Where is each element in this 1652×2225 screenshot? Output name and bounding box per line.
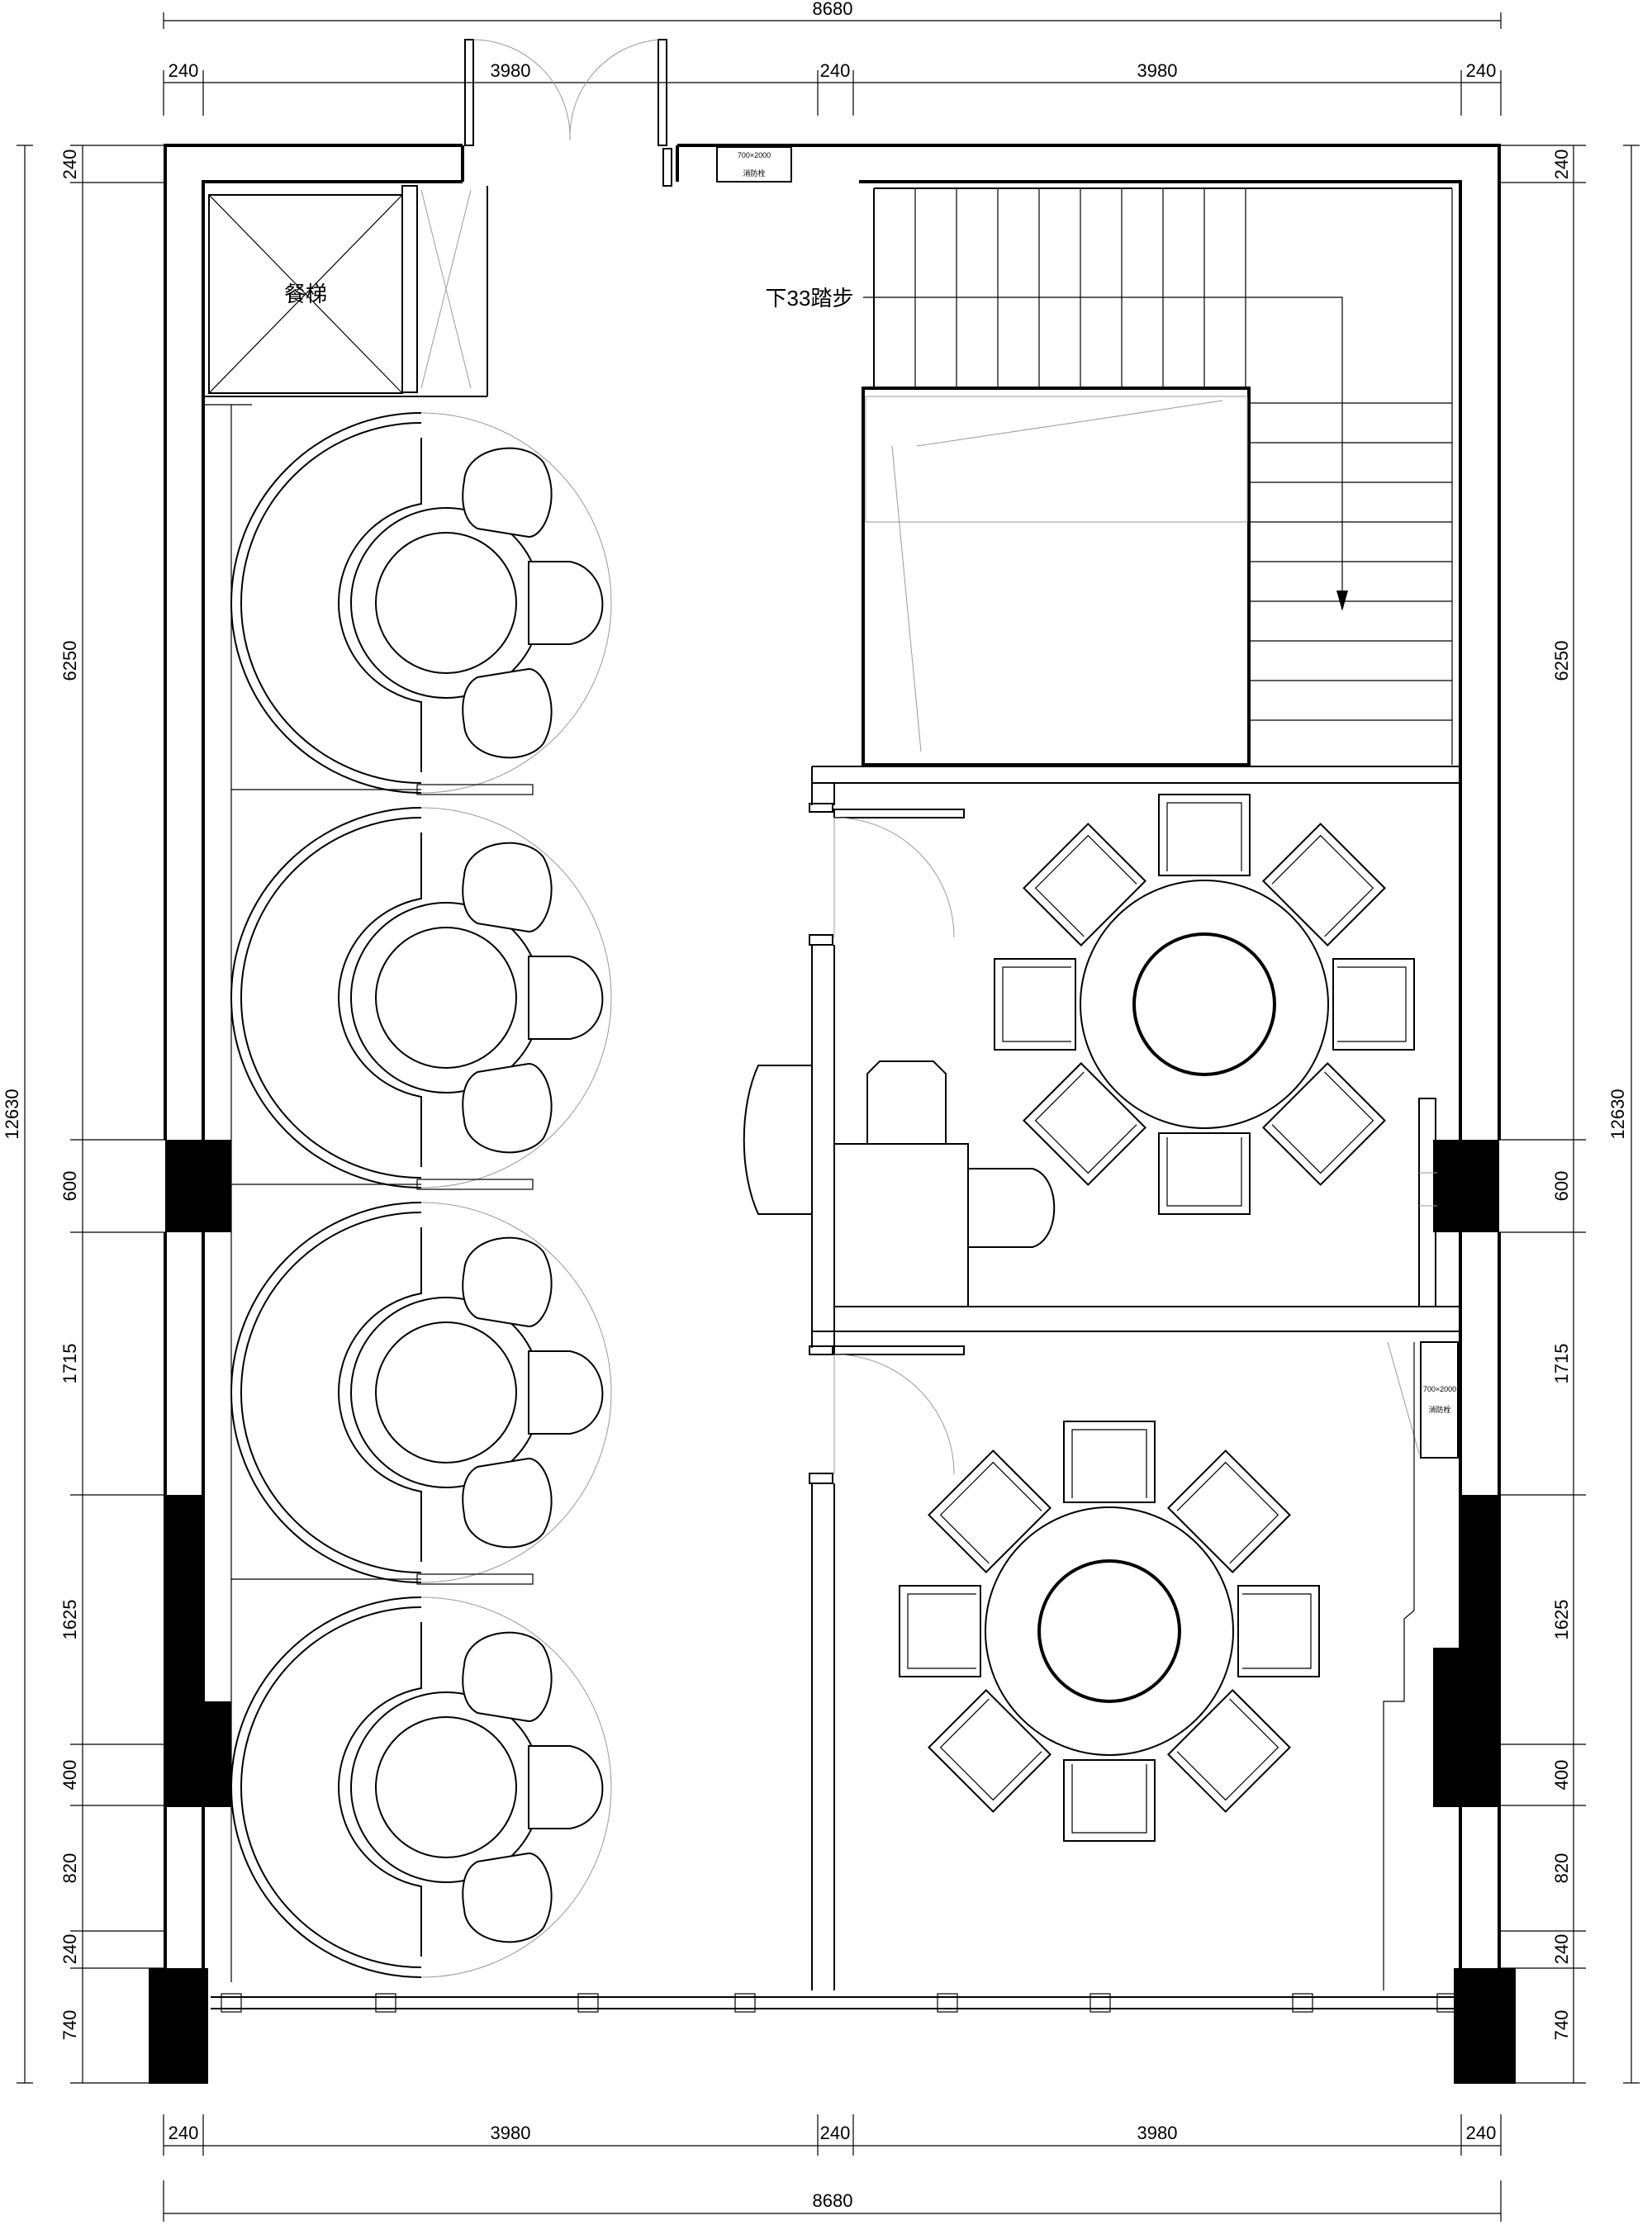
right-dim-segment: 600 xyxy=(1551,1171,1572,1202)
top-total-dim: 8680 xyxy=(813,0,853,19)
dumbwaiter: 餐梯 xyxy=(203,185,488,1982)
left-dim-segment: 600 xyxy=(59,1171,80,1202)
booth xyxy=(230,1202,612,1585)
chair-icon xyxy=(462,1062,553,1154)
chair-icon xyxy=(899,1585,981,1677)
sofa-chair-icon xyxy=(967,1168,1056,1248)
staircase: 下33踏步 xyxy=(756,187,1453,766)
left-dim-segment: 1715 xyxy=(59,1344,80,1384)
fire-hydrant-right: 700×2000 消防栓 xyxy=(1383,1341,1459,1990)
entrance-door xyxy=(464,39,672,187)
chair-icon xyxy=(1063,1421,1156,1503)
chair-icon xyxy=(462,1236,553,1328)
booth xyxy=(230,412,612,795)
left-dim-segment: 240 xyxy=(59,149,80,180)
left-dimensions: 12630 240 6250 600 1715 1625 400 820 240… xyxy=(2,145,165,2084)
lounge-set xyxy=(743,1060,1056,1307)
bottom-dim-segment: 240 xyxy=(169,2123,199,2143)
top-dimensions: 8680 240 3980 240 3980 240 xyxy=(163,0,1502,116)
chair-icon xyxy=(994,958,1076,1051)
left-total-dim: 12630 xyxy=(2,1089,22,1139)
chair-icon xyxy=(1262,1062,1386,1186)
left-dim-segment: 6250 xyxy=(59,641,80,681)
right-dim-segment: 820 xyxy=(1551,1853,1572,1884)
chair-icon xyxy=(1158,1132,1251,1215)
top-dim-segment: 240 xyxy=(169,60,199,81)
chair-icon xyxy=(928,1689,1051,1813)
chair-icon xyxy=(1237,1585,1320,1677)
bottom-dim-segment: 3980 xyxy=(491,2123,531,2143)
sofa-chair-icon xyxy=(866,1060,947,1145)
right-dim-segment: 1715 xyxy=(1551,1344,1572,1384)
chair-icon xyxy=(1167,1689,1291,1813)
lazy-susan xyxy=(1037,1559,1181,1703)
fire-hydrant-top: 700×2000 消防栓 xyxy=(716,146,792,183)
side-table xyxy=(833,1143,969,1307)
left-dim-segment: 1625 xyxy=(59,1600,80,1640)
exterior-walls xyxy=(149,144,1516,2084)
chair-icon xyxy=(528,1350,604,1435)
bottom-dim-segment: 3980 xyxy=(1137,2123,1178,2143)
booth-table xyxy=(350,902,542,1094)
right-dim-segment: 1625 xyxy=(1551,1600,1572,1640)
bottom-dim-segment: 240 xyxy=(1466,2123,1497,2143)
dumbwaiter-label: 餐梯 xyxy=(284,282,327,306)
booth-table xyxy=(350,507,542,699)
chair-icon xyxy=(1332,958,1415,1051)
window-wall xyxy=(211,1993,1458,2013)
left-dim-segment: 400 xyxy=(59,1760,80,1791)
bottom-dim-segment: 240 xyxy=(820,2123,851,2143)
chair-icon xyxy=(1063,1759,1156,1842)
right-dimensions: 12630 240 6250 600 1715 1625 400 820 240… xyxy=(1499,145,1640,2084)
right-dim-segment: 6250 xyxy=(1551,641,1572,681)
private-room-upper xyxy=(743,794,1415,1307)
booth-table xyxy=(350,1691,542,1883)
chair-icon xyxy=(462,447,553,538)
right-dim-segment: 400 xyxy=(1551,1760,1572,1791)
top-dim-segment: 240 xyxy=(1466,60,1497,81)
chair-icon xyxy=(1023,823,1146,946)
chair-icon xyxy=(1023,1062,1146,1186)
stair-label: 下33踏步 xyxy=(766,286,854,311)
right-dim-segment: 240 xyxy=(1551,1934,1572,1965)
chair-icon xyxy=(462,667,553,759)
chair-icon xyxy=(528,956,604,1040)
left-dim-segment: 820 xyxy=(59,1853,80,1884)
left-dim-segment: 740 xyxy=(59,2010,80,2041)
chair-icon xyxy=(928,1449,1051,1573)
top-dim-segment: 3980 xyxy=(491,60,531,81)
chair-icon xyxy=(1158,794,1251,876)
chair-icon xyxy=(1167,1449,1291,1573)
round-table xyxy=(985,1506,1234,1756)
booth xyxy=(230,807,612,1190)
central-partitions xyxy=(809,766,1460,1990)
hydrant-size-label: 700×2000 xyxy=(738,151,771,159)
chair-icon xyxy=(528,1745,604,1829)
round-table xyxy=(1080,880,1329,1129)
chair-icon xyxy=(528,561,604,645)
chair-icon xyxy=(462,1852,553,1943)
chair-icon xyxy=(462,842,553,933)
chair-icon xyxy=(462,1631,553,1723)
bottom-dimensions: 240 3980 240 3980 240 8680 xyxy=(163,2114,1502,2222)
chair-icon xyxy=(462,1457,553,1549)
left-dim-segment: 240 xyxy=(59,1934,80,1965)
booth xyxy=(230,1596,612,1978)
right-dim-segment: 240 xyxy=(1551,149,1572,180)
top-dim-segment: 240 xyxy=(820,60,851,81)
lazy-susan xyxy=(1132,932,1276,1076)
hydrant-label: 消防栓 xyxy=(1428,1405,1450,1414)
booth-table xyxy=(350,1297,542,1488)
bottom-total-dim: 8680 xyxy=(813,2190,853,2211)
chair-icon xyxy=(1262,823,1386,946)
private-room-lower xyxy=(899,1421,1320,1842)
right-dim-segment: 740 xyxy=(1551,2010,1572,2041)
top-dim-segment: 3980 xyxy=(1137,60,1178,81)
hydrant-label: 消防栓 xyxy=(743,168,765,178)
hydrant-size-label: 700×2000 xyxy=(1423,1385,1456,1393)
right-total-dim: 12630 xyxy=(1607,1089,1628,1139)
